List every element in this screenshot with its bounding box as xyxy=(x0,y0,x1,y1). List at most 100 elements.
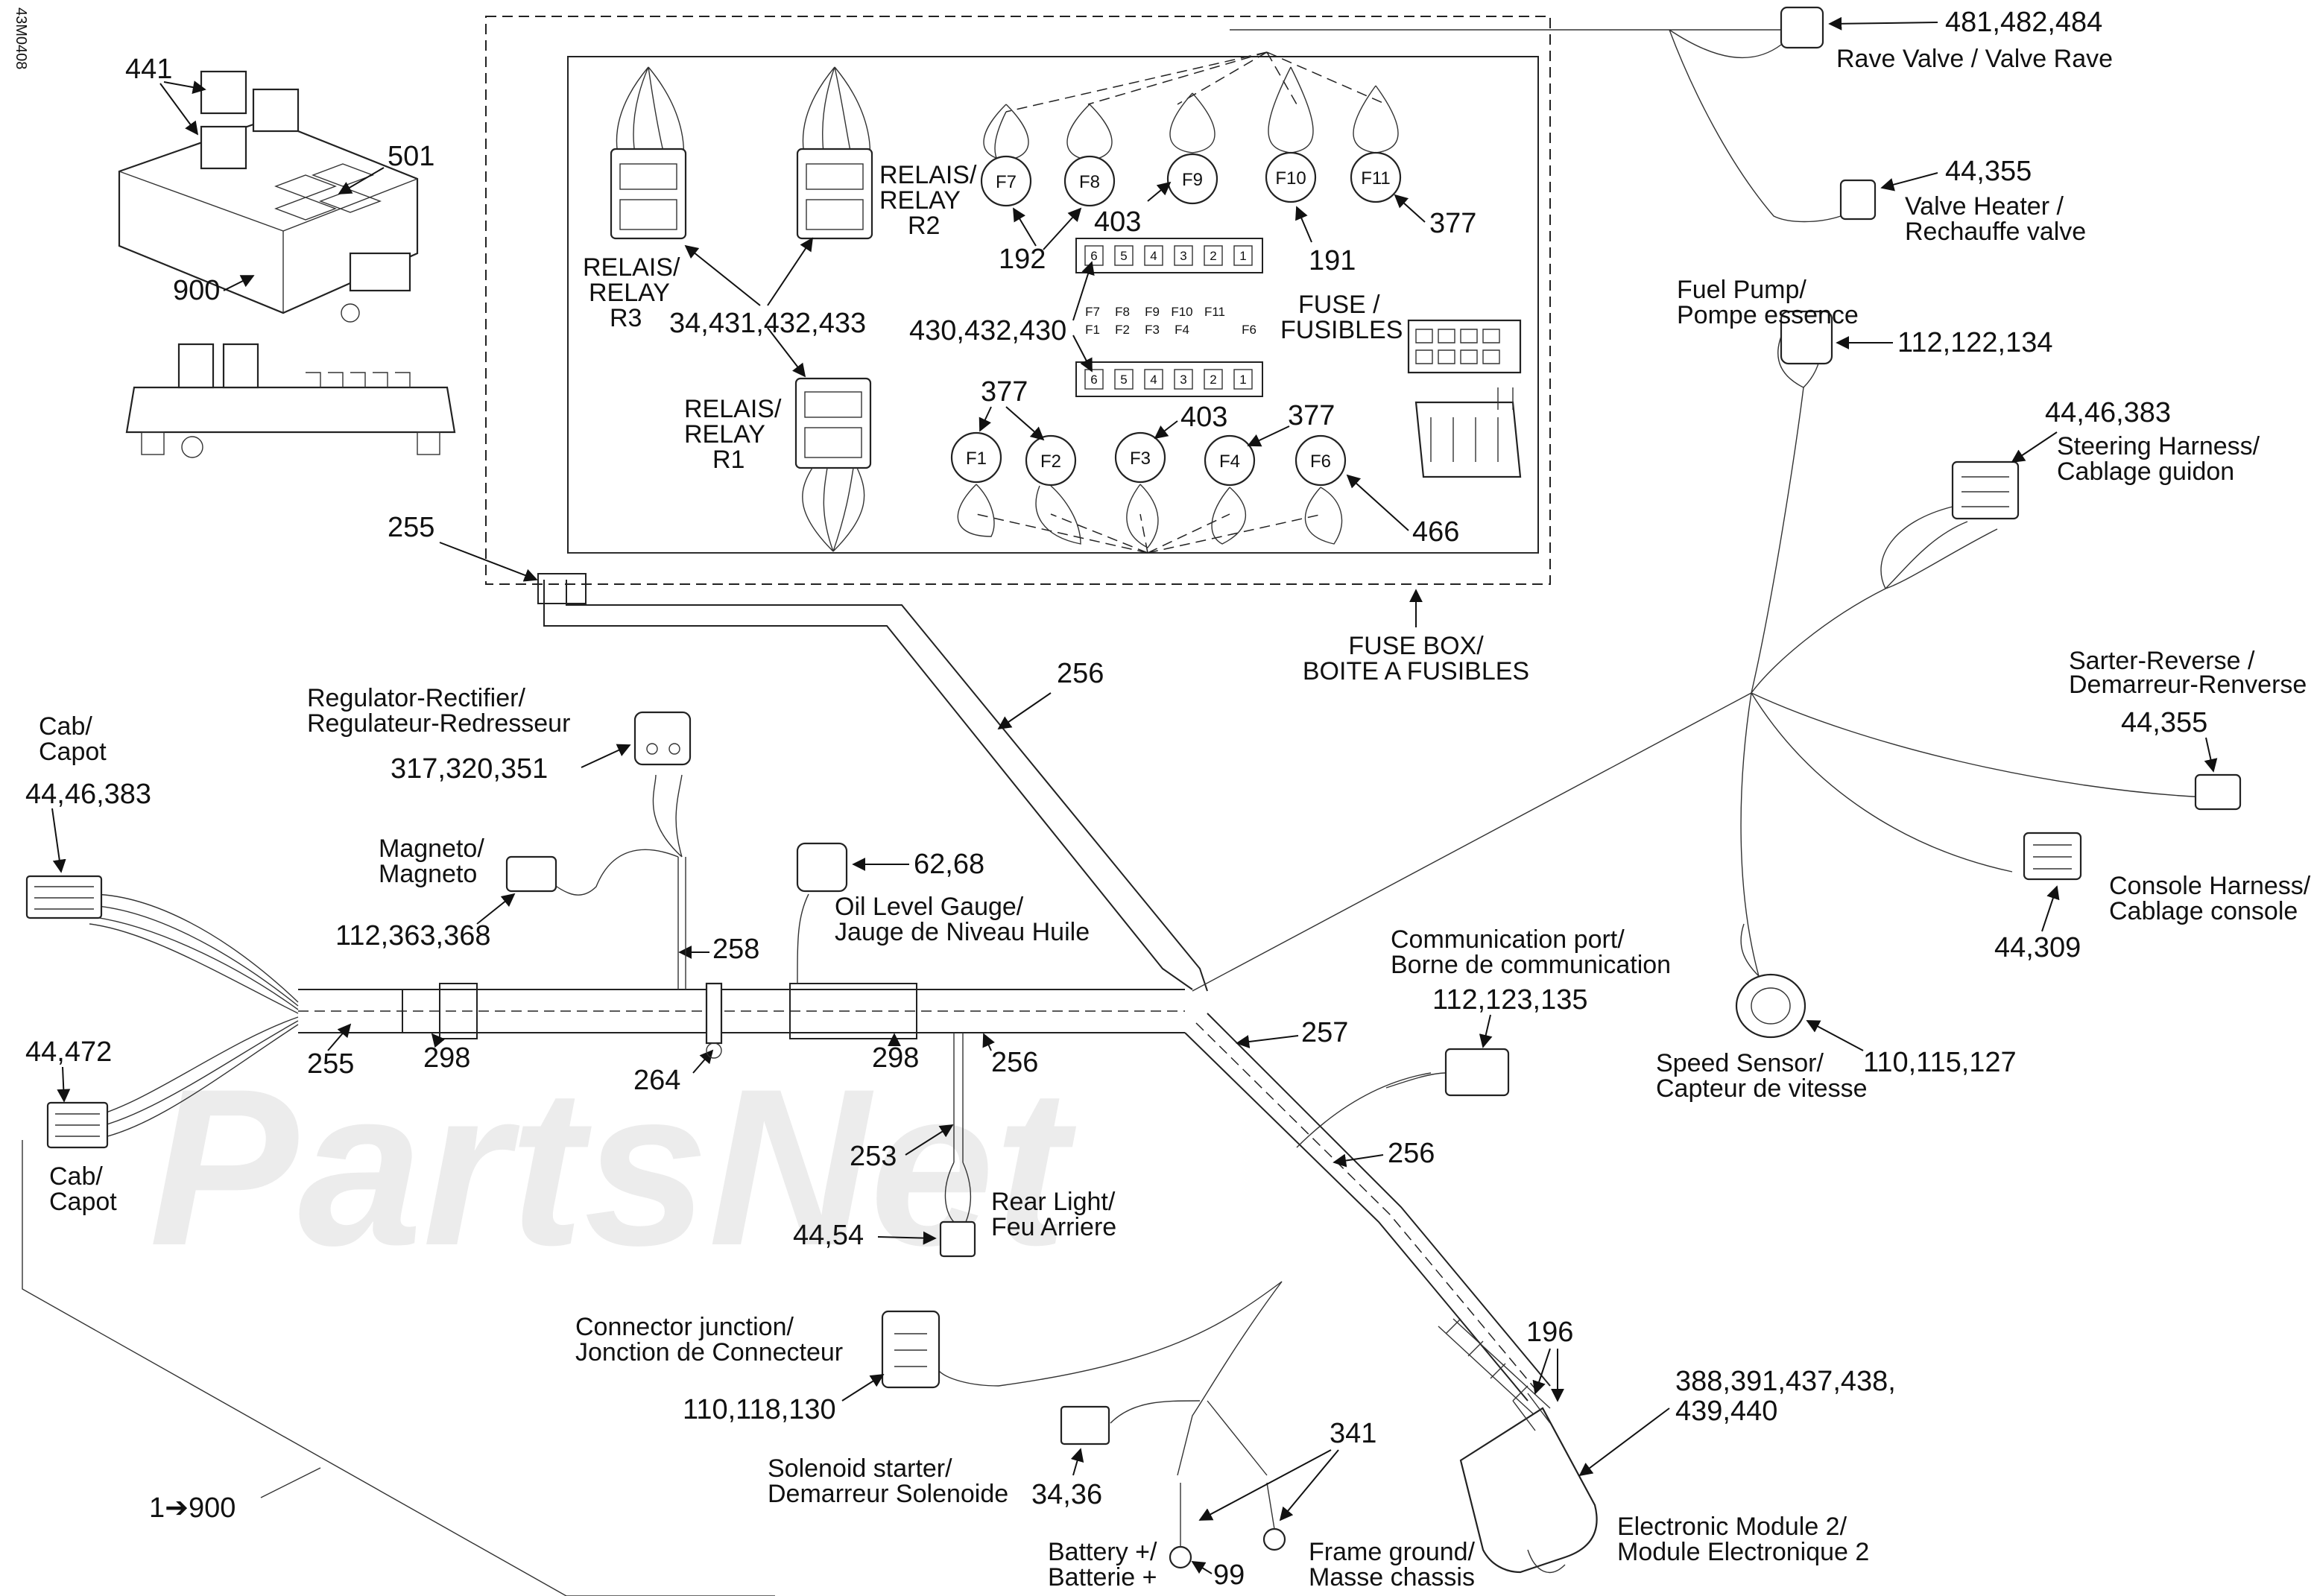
terminal-bottom-number: 1 xyxy=(1239,373,1246,387)
console-connector xyxy=(2023,832,2082,881)
starter-reverse-connector xyxy=(2194,773,2242,811)
valve-heater-label-2: Rechauffe valve xyxy=(1905,218,2086,246)
fuel-pump-label-1: Fuel Pump/ xyxy=(1677,276,1806,304)
terminal-bottom-cell xyxy=(1174,369,1193,390)
solenoid-label-2: Demarreur Solenoide xyxy=(768,1480,1008,1508)
battery-label-1: Battery +/ xyxy=(1048,1538,1157,1566)
oil-gauge-connector xyxy=(796,842,848,984)
cab-bottom-label-2: Capot xyxy=(49,1188,117,1216)
fuse-parts-ref: 430,432,430 xyxy=(909,315,1066,346)
ref-377-bottom-a: 377 xyxy=(981,376,1028,408)
fuse-box-side-view xyxy=(125,343,456,458)
ref-255-top: 255 xyxy=(388,512,434,543)
terminal-bottom-number: 4 xyxy=(1150,373,1157,387)
regulator-label-2: Regulateur-Redresseur xyxy=(307,709,570,738)
valve-heater-label-1: Valve Heater / xyxy=(1905,192,2064,221)
ref-264: 264 xyxy=(633,1065,680,1096)
ref-256-trunk: 256 xyxy=(991,1047,1038,1078)
cab-bottom-label-1: Cab/ xyxy=(49,1162,103,1191)
fuse-row-top: F7 F8 F9 F10 F11 xyxy=(980,51,1402,207)
svg-text:F4: F4 xyxy=(1219,452,1240,472)
terminal-top-cell xyxy=(1144,245,1163,266)
terminal-bottom-cell xyxy=(1144,369,1163,390)
relay-parts-ref: 34,431,432,433 xyxy=(669,308,866,339)
terminal-map-bottom: F2 xyxy=(1115,323,1130,337)
relay-r1-line3: R1 xyxy=(712,446,745,474)
terminal-top-number: 5 xyxy=(1120,249,1127,263)
terminal-top-number: 4 xyxy=(1150,249,1157,263)
cab-top-label-1: Cab/ xyxy=(39,712,92,741)
oil-gauge-label-1: Oil Level Gauge/ xyxy=(835,893,1024,921)
steering-label-1: Steering Harness/ xyxy=(2057,432,2260,460)
svg-text:F9: F9 xyxy=(1182,170,1203,190)
ref-196: 196 xyxy=(1526,1317,1573,1348)
regulator-num: 317,320,351 xyxy=(391,753,548,785)
ref-341: 341 xyxy=(1330,1418,1376,1449)
fuse-box-3d-illustration xyxy=(118,70,419,323)
ref-256-diag: 256 xyxy=(1388,1138,1435,1169)
fuse-row-bottom: F1 F2 F3 F4 F6 xyxy=(950,431,1347,554)
ref-258: 258 xyxy=(712,934,759,965)
ecm-label-2: Module Electronique 2 xyxy=(1617,1538,1869,1566)
connector-junction-label-1: Connector junction/ xyxy=(575,1313,794,1341)
battery-label-2: Batterie + xyxy=(1048,1563,1157,1592)
fuel-pump-connector xyxy=(1777,310,1833,388)
valve-heater-connector xyxy=(1839,179,1877,221)
terminal-map-top: F9 xyxy=(1145,305,1160,319)
relay-r1-line1: RELAIS/ xyxy=(684,395,782,423)
rear-light-connector xyxy=(939,1033,976,1258)
connector-junction xyxy=(881,1310,999,1389)
ref-466: 466 xyxy=(1412,516,1459,548)
ref-255-bottom: 255 xyxy=(307,1048,354,1080)
terminal-map-bottom: F1 xyxy=(1085,323,1100,337)
speed-sensor-label-1: Speed Sensor/ xyxy=(1656,1049,1824,1077)
relay-r3 xyxy=(610,66,687,240)
ref-192: 192 xyxy=(999,244,1046,275)
terminal-top-number: 1 xyxy=(1239,249,1246,263)
comm-port-label-2: Borne de communication xyxy=(1391,951,1671,979)
svg-text:F2: F2 xyxy=(1040,452,1061,472)
terminal-bottom-cell xyxy=(1114,369,1134,390)
console-num: 44,309 xyxy=(1994,932,2081,963)
oil-gauge-label-2: Jauge de Niveau Huile xyxy=(835,918,1090,946)
fuse-f1: F1 xyxy=(950,431,1002,537)
solenoid-num: 34,36 xyxy=(1031,1479,1102,1510)
fuse-f4: F4 xyxy=(1204,434,1256,545)
ref-403-bottom: 403 xyxy=(1180,402,1227,433)
ecm-num-2: 439,440 xyxy=(1675,1396,1777,1427)
frame-ground-terminal xyxy=(1262,1482,1286,1551)
solenoid-connector xyxy=(1060,1405,1110,1445)
comm-port-num: 112,123,135 xyxy=(1432,984,1588,1016)
fuel-pump-num: 112,122,134 xyxy=(1897,327,2053,358)
ref-256-riser: 256 xyxy=(1057,658,1104,689)
relay-r2 xyxy=(796,66,873,240)
svg-text:F7: F7 xyxy=(996,172,1017,192)
connector-junction-num: 110,118,130 xyxy=(683,1394,836,1425)
rear-light-num: 44,54 xyxy=(793,1220,864,1251)
fuse-f8: F8 xyxy=(1063,104,1116,207)
cab-connector-bottom xyxy=(46,1101,109,1149)
right-branch-wires xyxy=(998,29,2207,1476)
solenoid-label-1: Solenoid starter/ xyxy=(768,1454,952,1483)
steering-num: 44,46,383 xyxy=(2045,397,2171,428)
magneto-label-1: Magneto/ xyxy=(379,835,484,863)
fuse-f7: F7 xyxy=(980,104,1032,207)
relay-r2-line3: R2 xyxy=(908,212,940,240)
ref-900: 900 xyxy=(173,275,220,306)
speed-sensor-num: 110,115,127 xyxy=(1863,1047,2017,1078)
terminal-top-number: 3 xyxy=(1180,249,1186,263)
relay-r3-line1: RELAIS/ xyxy=(583,253,680,282)
frame-ground-label-2: Masse chassis xyxy=(1309,1563,1475,1592)
relay-r2-line1: RELAIS/ xyxy=(879,161,977,189)
svg-text:F6: F6 xyxy=(1310,452,1331,472)
valve-heater-num: 44,355 xyxy=(1945,156,2032,187)
ref-298-left: 298 xyxy=(423,1042,470,1074)
starter-reverse-label-2: Demarreur-Renverse xyxy=(2069,671,2307,699)
speed-sensor xyxy=(1735,923,1806,1039)
steering-connector xyxy=(1880,460,2020,589)
fuse-terminal-strip-top xyxy=(1075,238,1263,273)
terminal-top-cell xyxy=(1114,245,1134,266)
svg-text:F11: F11 xyxy=(1361,168,1391,189)
magneto-connector xyxy=(505,849,679,896)
